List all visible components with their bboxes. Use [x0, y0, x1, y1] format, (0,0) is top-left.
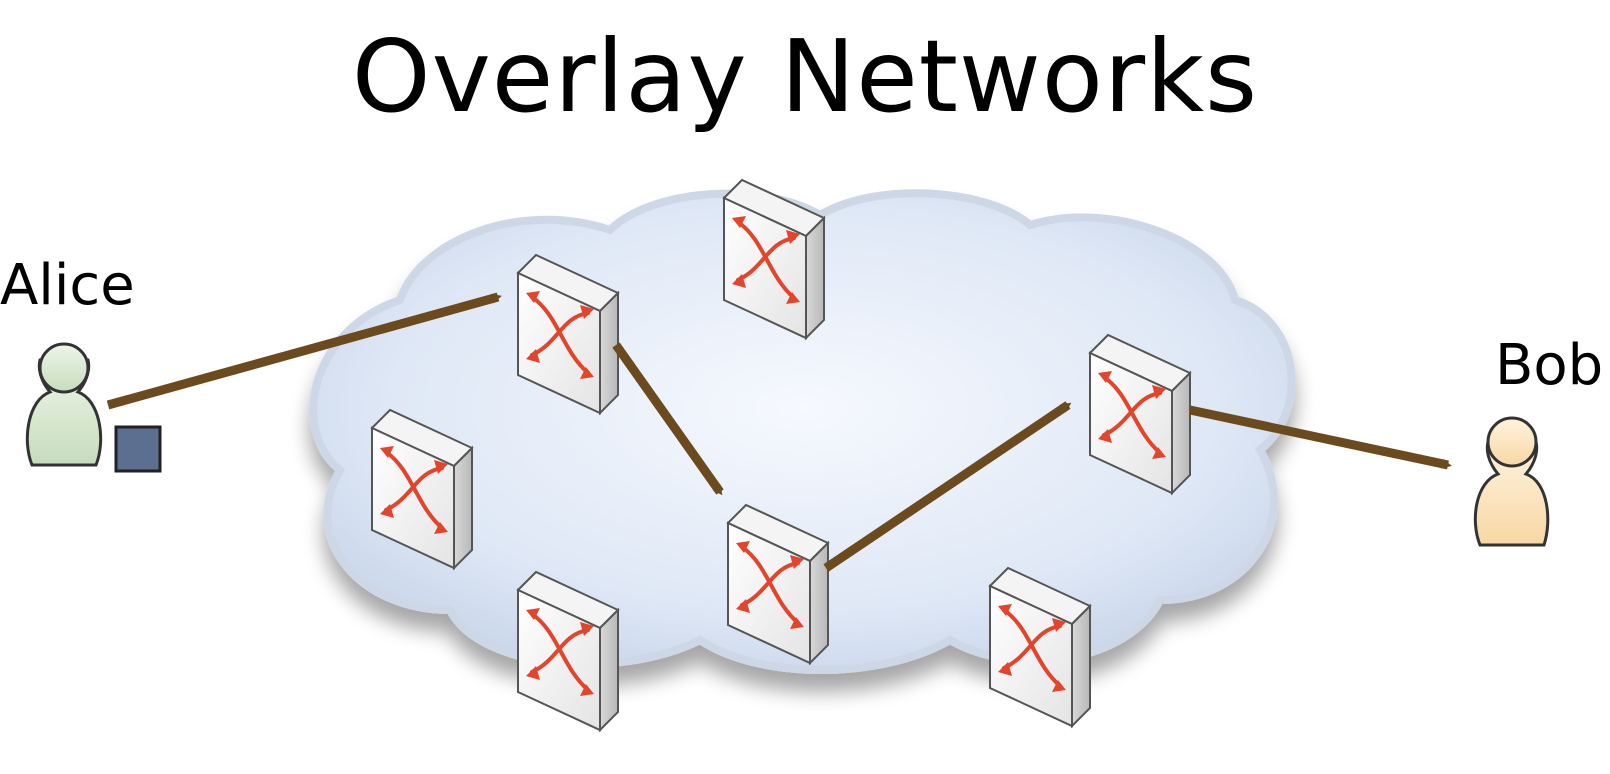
alice-label: Alice [0, 253, 135, 318]
path-arrow [823, 401, 1072, 572]
path-arrow [1189, 405, 1452, 470]
path-arrow [106, 292, 502, 410]
alice-person-icon [25, 342, 103, 467]
bob-person-icon [1473, 416, 1550, 547]
bob-label: Bob [1495, 333, 1604, 398]
packet-icon [114, 425, 162, 473]
page-title: Overlay Networks [351, 18, 1259, 135]
path-arrow [612, 342, 724, 496]
